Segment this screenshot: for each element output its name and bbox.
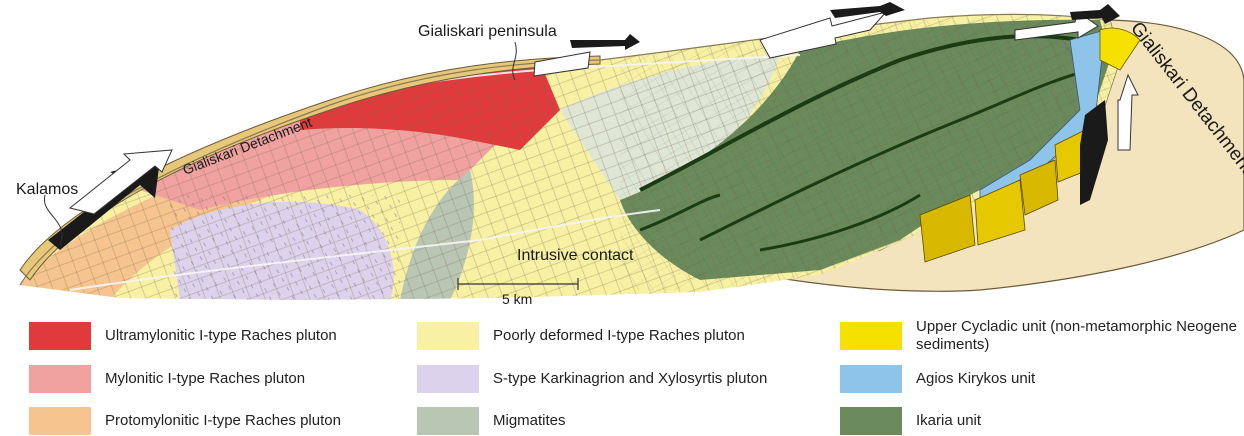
- legend-item-ultramylonitic: Ultramylonitic I-type Raches pluton: [29, 321, 337, 351]
- legend-swatch: [840, 365, 902, 393]
- gialiskari-peninsula-label: Gialiskari peninsula: [418, 23, 557, 40]
- legend-label: Agios Kirykos unit: [916, 370, 1035, 388]
- legend-item-migmatites: Migmatites: [417, 406, 566, 436]
- legend-swatch: [417, 407, 479, 435]
- legend-item-mylonitic: Mylonitic I-type Raches pluton: [29, 364, 305, 394]
- legend-label: Migmatites: [493, 412, 566, 430]
- legend-item-agios-kirykos: Agios Kirykos unit: [840, 364, 1035, 394]
- legend-swatch: [417, 365, 479, 393]
- legend-swatch: [29, 322, 91, 350]
- legend-label: S-type Karkinagrion and Xylosyrtis pluto…: [493, 370, 767, 388]
- block-diagram: Gialiskari peninsula Gialiskari Detachme…: [0, 0, 1244, 310]
- legend-swatch: [840, 322, 902, 350]
- legend-label: Ikaria unit: [916, 412, 981, 430]
- intrusive-contact-label: Intrusive contact: [517, 247, 634, 264]
- kalamos-label: Kalamos: [16, 181, 78, 198]
- legend-label: Poorly deformed I-type Raches pluton: [493, 327, 745, 345]
- legend-item-s-type: S-type Karkinagrion and Xylosyrtis pluto…: [417, 364, 767, 394]
- legend-swatch: [29, 365, 91, 393]
- legend-item-protomylonitic: Protomylonitic I-type Raches pluton: [29, 406, 341, 436]
- legend-swatch: [840, 407, 902, 435]
- scale-label: 5 km: [502, 291, 532, 307]
- legend-item-poorly-deformed: Poorly deformed I-type Raches pluton: [417, 321, 745, 351]
- legend-label: Protomylonitic I-type Raches pluton: [105, 412, 341, 430]
- legend: Ultramylonitic I-type Raches pluton Poor…: [0, 312, 1244, 436]
- legend-label: Mylonitic I-type Raches pluton: [105, 370, 305, 388]
- legend-label: Upper Cycladic unit (non-metamorphic Neo…: [916, 318, 1244, 354]
- legend-label: Ultramylonitic I-type Raches pluton: [105, 327, 337, 345]
- legend-item-ikaria: Ikaria unit: [840, 406, 981, 436]
- legend-swatch: [417, 322, 479, 350]
- legend-item-upper-cycladic: Upper Cycladic unit (non-metamorphic Neo…: [840, 314, 1244, 358]
- legend-swatch: [29, 407, 91, 435]
